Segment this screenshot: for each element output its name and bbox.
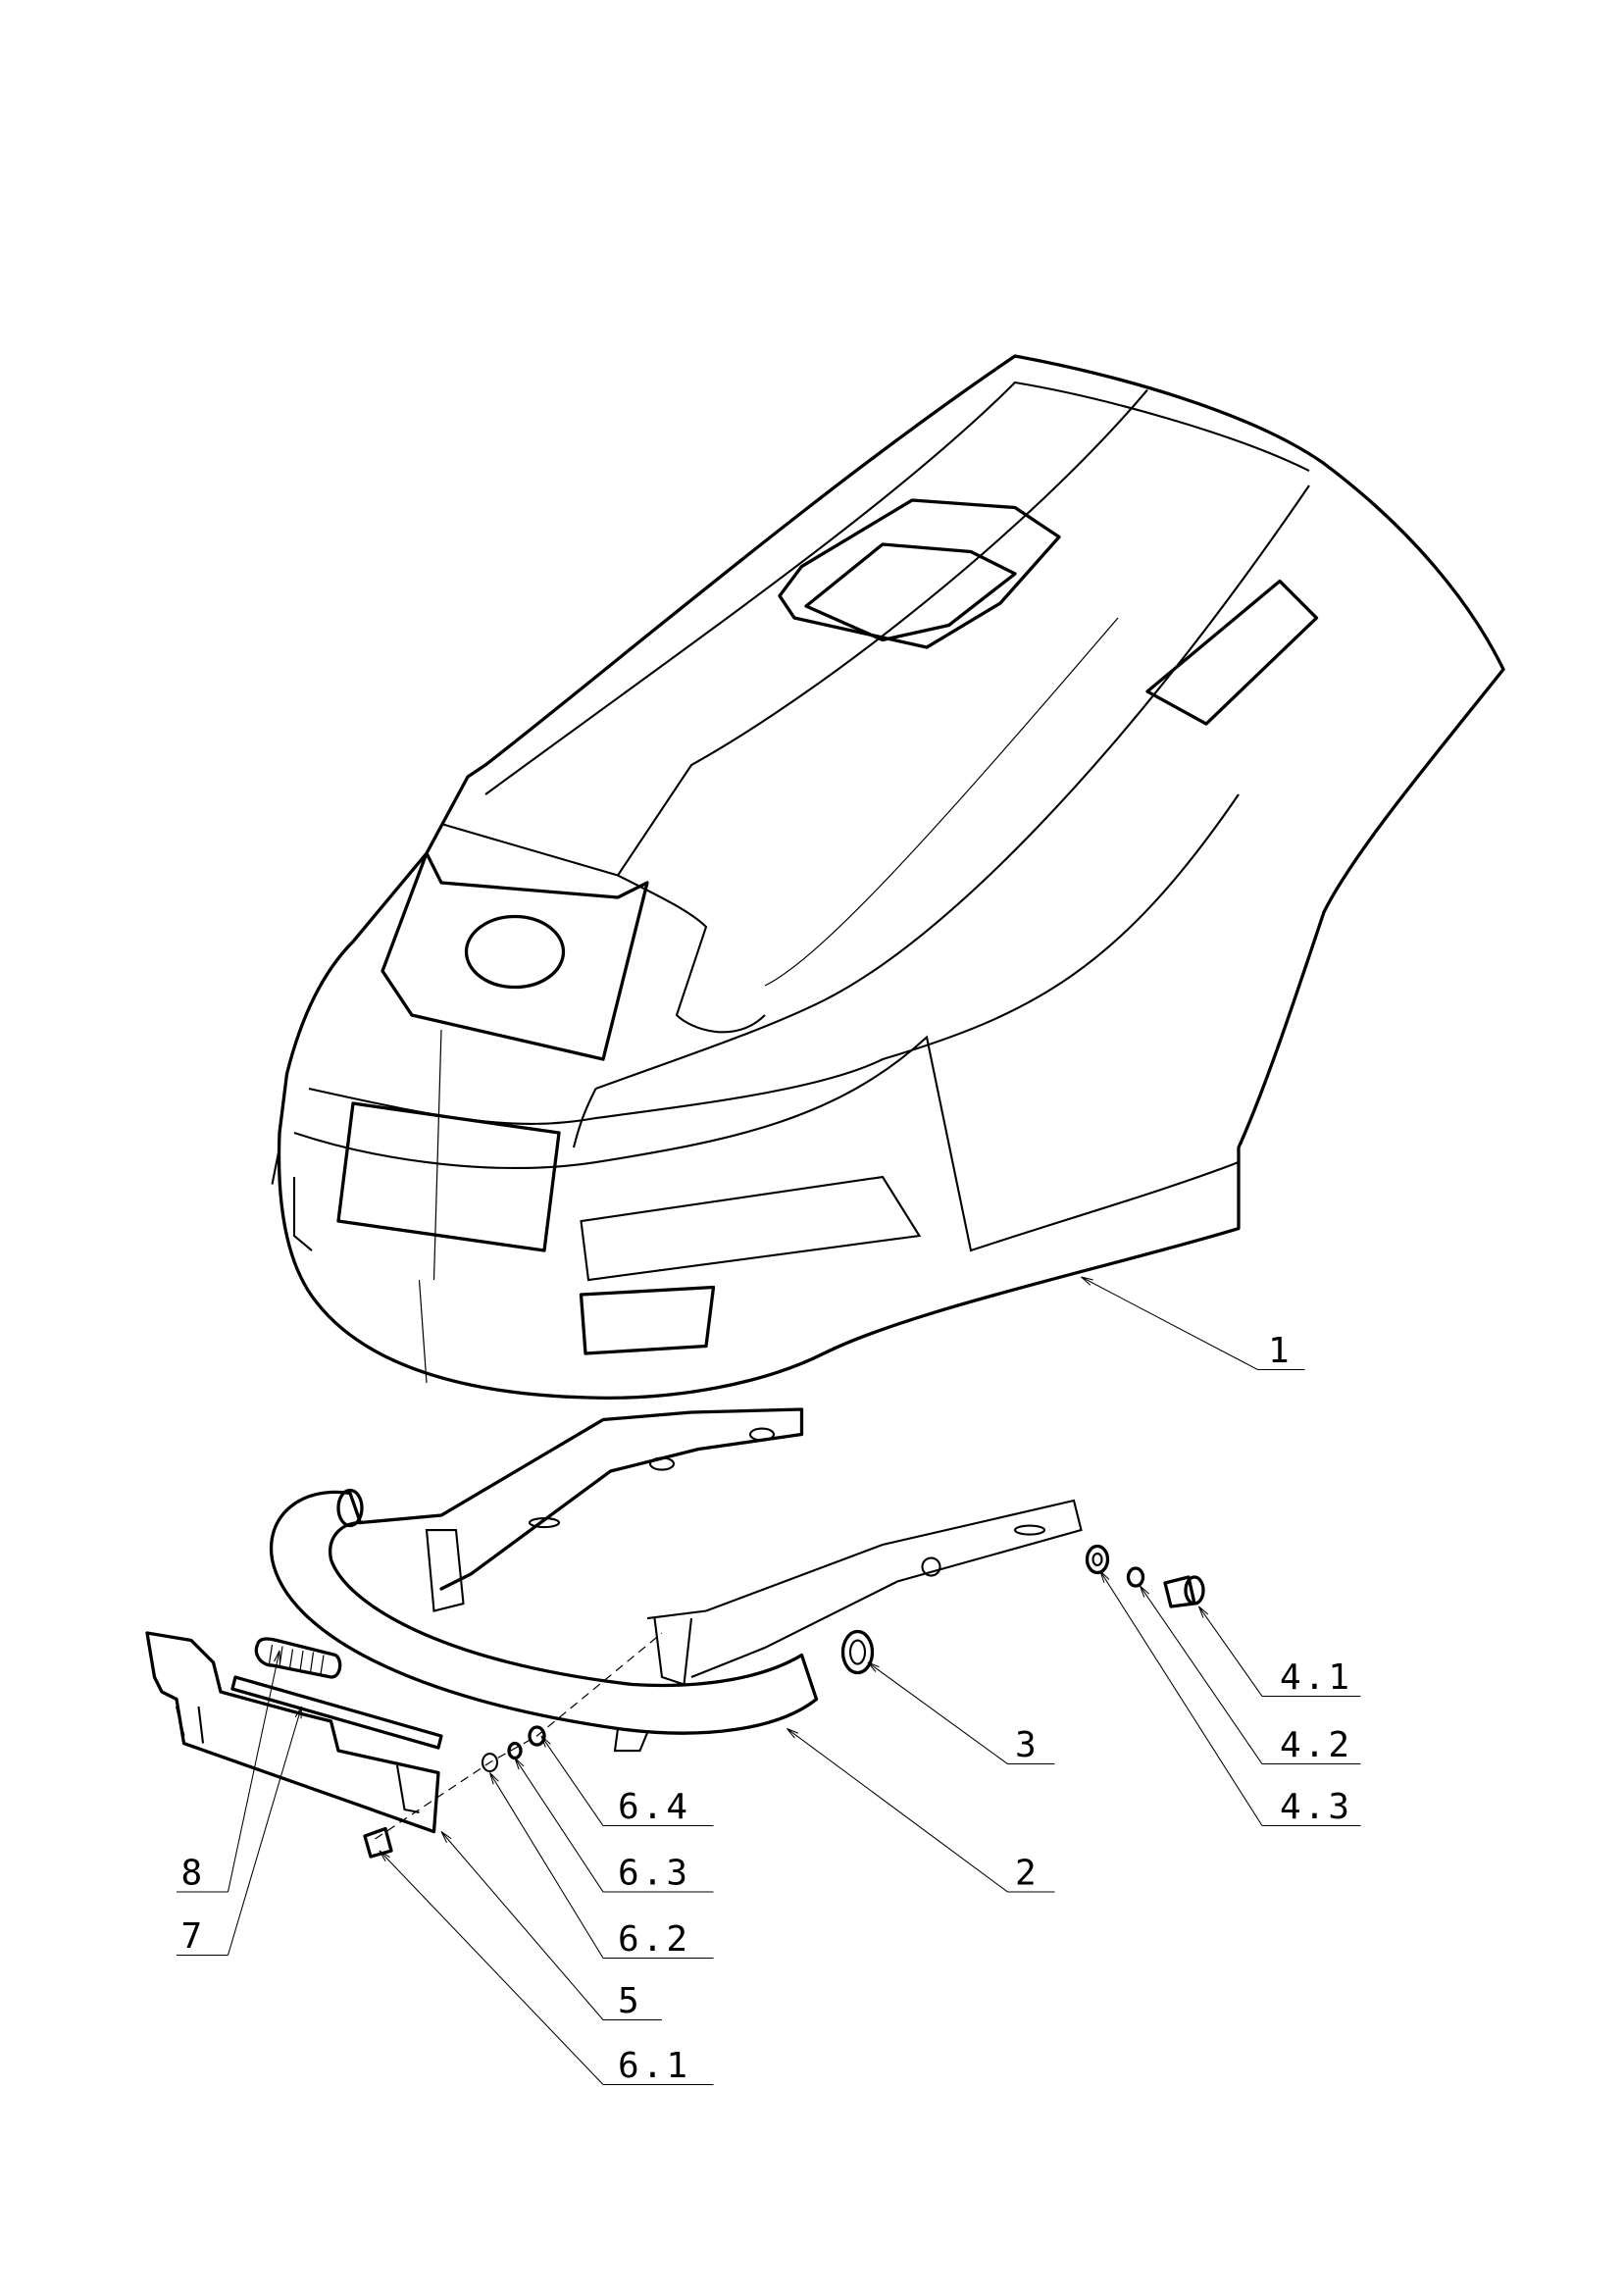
callout-3: 3 (867, 1661, 1055, 1765)
arrowhead-icon (294, 1706, 303, 1719)
arrowhead-icon (1099, 1570, 1110, 1583)
callout-number: 8 (181, 1854, 206, 1894)
leader-line (227, 1650, 280, 1893)
hood-part-1 (271, 354, 1505, 1400)
arrowhead-icon (514, 1758, 525, 1770)
bracket-plate-part-5 (145, 1631, 440, 1834)
leader-line (1198, 1606, 1263, 1697)
leader-line (1099, 1570, 1263, 1826)
callout-6-4: 6.4 (540, 1735, 714, 1827)
callout-number: 2 (1015, 1854, 1040, 1894)
callout-number: 5 (618, 1981, 642, 2021)
callout-number: 6.1 (618, 2046, 690, 2086)
callout-1: 1 (1081, 1276, 1305, 1371)
arrowhead-icon (1140, 1585, 1150, 1598)
callout-8: 8 (177, 1650, 280, 1894)
callout-number: 6.2 (618, 1919, 690, 1960)
spring-part-8 (254, 1637, 342, 1679)
leader-line (867, 1661, 1008, 1764)
leader-line (514, 1758, 604, 1893)
arrowhead-icon (1081, 1276, 1093, 1286)
callout-2: 2 (787, 1728, 1055, 1894)
callout-number: 6.4 (618, 1787, 690, 1827)
grommet-part-3 (840, 1629, 875, 1675)
callout-number: 3 (1015, 1725, 1040, 1765)
arrowhead-icon (488, 1772, 499, 1785)
arrowhead-icon (540, 1735, 551, 1748)
callout-number: 1 (1268, 1331, 1293, 1371)
rod-part-7 (230, 1675, 443, 1750)
callout-4-3: 4.3 (1099, 1570, 1361, 1827)
leader-line (440, 1831, 604, 2020)
leader-line (227, 1706, 303, 1956)
fastener-set-4 (1085, 1544, 1205, 1608)
callout-7: 7 (177, 1706, 303, 1957)
leader-line (489, 1772, 604, 1959)
callout-number: 6.3 (618, 1854, 690, 1894)
callout-6-1: 6.1 (379, 1850, 714, 2086)
arrowhead-icon (1198, 1606, 1209, 1618)
leader-line (540, 1735, 604, 1826)
callout-labels: 1 2 3 4.1 4.2 4.3 5 6.1 6.2 6.3 6.4 7 8 (177, 1276, 1361, 2086)
arrowhead-icon (379, 1850, 390, 1862)
arrowhead-icon (787, 1728, 799, 1739)
leader-line (379, 1850, 604, 2085)
callout-5: 5 (440, 1831, 662, 2021)
arrowhead-icon (867, 1661, 880, 1672)
arrowhead-icon (440, 1831, 452, 1843)
callout-number: 4.1 (1280, 1657, 1352, 1698)
callout-number: 4.3 (1280, 1787, 1352, 1827)
callout-4-1: 4.1 (1198, 1606, 1361, 1698)
callout-4-2: 4.2 (1140, 1585, 1361, 1765)
bumper-frame-part-2 (269, 1407, 1083, 1753)
leader-line (1140, 1585, 1263, 1764)
arrowhead-icon (274, 1650, 280, 1663)
callout-number: 7 (181, 1916, 206, 1957)
leader-line (1081, 1276, 1258, 1370)
callout-6-2: 6.2 (488, 1772, 714, 1960)
callout-6-3: 6.3 (514, 1758, 714, 1894)
leader-line (787, 1728, 1008, 1893)
fastener-set-6 (363, 1632, 663, 1859)
callout-number: 4.2 (1280, 1725, 1352, 1765)
